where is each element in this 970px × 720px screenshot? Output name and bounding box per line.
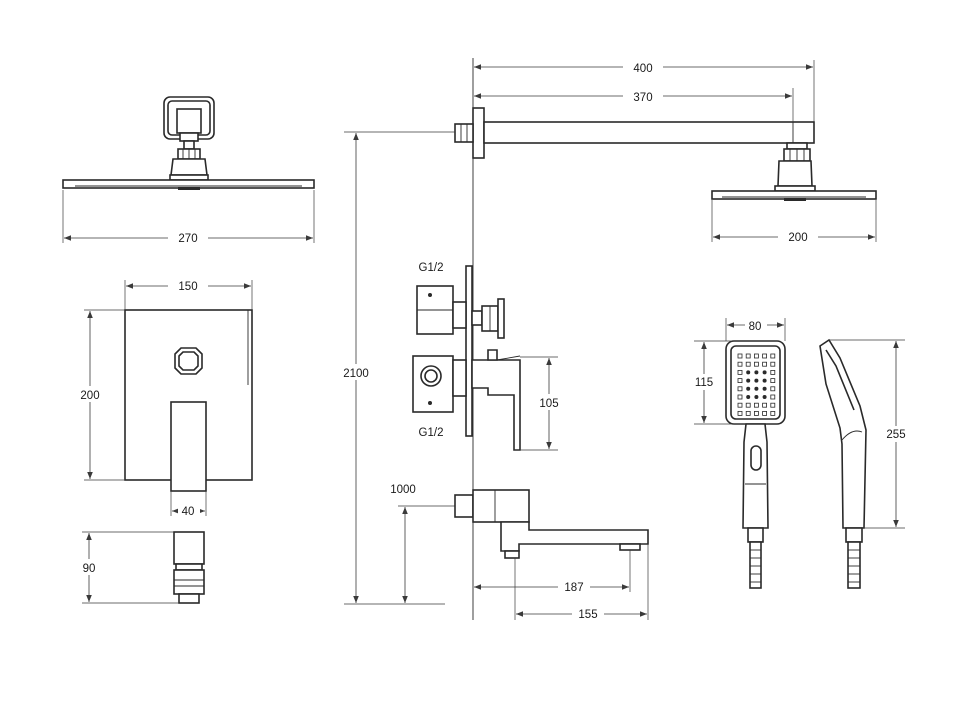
nozzle — [737, 386, 743, 392]
nozzle — [737, 410, 743, 416]
nozzle — [762, 361, 767, 367]
nozzle — [754, 402, 759, 408]
spout-length-label: 155 — [578, 609, 597, 621]
nozzle — [737, 353, 743, 359]
nozzle — [746, 370, 751, 375]
mixer-valve-side-view — [412, 265, 521, 451]
dimension-arm-overall: 400 — [474, 59, 815, 122]
head-front-width-label: 270 — [178, 233, 197, 245]
nozzle — [745, 410, 751, 416]
dimension-spout-length: 155 — [514, 544, 649, 622]
dimension-hand-length: 255 — [829, 339, 910, 529]
nozzle — [770, 410, 776, 416]
valve-height-label: 105 — [539, 398, 558, 410]
thread-label-top: G1/2 — [419, 262, 444, 274]
spout-height-label: 1000 — [390, 484, 416, 496]
nozzle — [737, 378, 743, 384]
nozzle — [754, 353, 759, 359]
nozzle — [754, 410, 759, 416]
nozzle — [746, 386, 751, 391]
nozzle — [737, 361, 743, 367]
nozzle — [737, 369, 743, 375]
dimension-head-side-width: 200 — [711, 200, 877, 244]
bath-spout-side-view — [454, 489, 649, 559]
plate-height-label: 200 — [80, 390, 99, 402]
dimension-hand-head-width: 80 — [725, 317, 786, 341]
nozzle — [762, 402, 767, 408]
nozzle — [762, 410, 767, 416]
dimension-head-front-width: 270 — [62, 190, 315, 245]
nozzle — [754, 361, 759, 367]
nozzle — [754, 370, 759, 375]
nozzle — [762, 378, 767, 383]
lever-side-view — [173, 531, 205, 604]
dimension-spout-projection: 187 — [474, 550, 631, 595]
plate-width-label: 150 — [178, 281, 197, 293]
head-side-width-label: 200 — [788, 232, 807, 244]
nozzle — [770, 369, 776, 375]
nozzle — [762, 353, 767, 359]
shower-arm-side-view — [454, 107, 877, 201]
nozzle — [762, 370, 767, 375]
nozzle — [754, 395, 759, 399]
nozzle — [770, 353, 776, 359]
dimension-arm-length: 370 — [474, 88, 794, 122]
thread-label-bottom: G1/2 — [419, 427, 444, 439]
dimension-hand-head-height: 115 — [691, 340, 746, 425]
spout-projection-label: 187 — [564, 582, 583, 594]
nozzle — [762, 395, 767, 399]
lever-depth-label: 90 — [83, 563, 96, 575]
hand-head-height-label: 115 — [695, 377, 713, 389]
nozzle — [770, 361, 776, 367]
nozzle — [745, 353, 751, 359]
dimension-plate-width: 150 — [124, 277, 253, 310]
nozzle — [770, 378, 776, 384]
nozzle — [762, 386, 767, 391]
arm-length-label: 370 — [633, 92, 652, 104]
nozzle — [770, 402, 776, 408]
nozzle — [770, 386, 776, 392]
arm-overall-label: 400 — [633, 63, 652, 75]
nozzle — [745, 361, 751, 367]
nozzle — [746, 378, 751, 383]
hand-shower-front-view — [725, 340, 786, 589]
nozzle-grid — [737, 353, 776, 416]
nozzle — [745, 402, 751, 408]
nozzle — [737, 394, 743, 400]
dimension-spout-height: 1000 — [384, 480, 455, 603]
dimension-plate-height: 200 — [74, 309, 125, 481]
nozzle — [754, 386, 759, 391]
nozzle — [770, 394, 776, 400]
nozzle — [737, 402, 743, 408]
mixer-wall-plate-front-view — [124, 309, 253, 492]
dimension-lever-width: 40 — [170, 491, 207, 518]
nozzle — [754, 378, 759, 383]
dimension-valve-height: 105 — [520, 356, 563, 451]
total-height-label: 2100 — [343, 368, 369, 380]
lever-width-label: 40 — [182, 506, 195, 518]
overhead-shower-front-view — [62, 96, 315, 190]
dimension-lever-depth: 90 — [76, 531, 179, 604]
hand-head-width-label: 80 — [749, 321, 762, 333]
hand-length-label: 255 — [886, 429, 905, 441]
nozzle — [746, 395, 751, 399]
hand-shower-side-view — [819, 338, 867, 589]
dimension-total-height: 2100 — [338, 131, 455, 605]
